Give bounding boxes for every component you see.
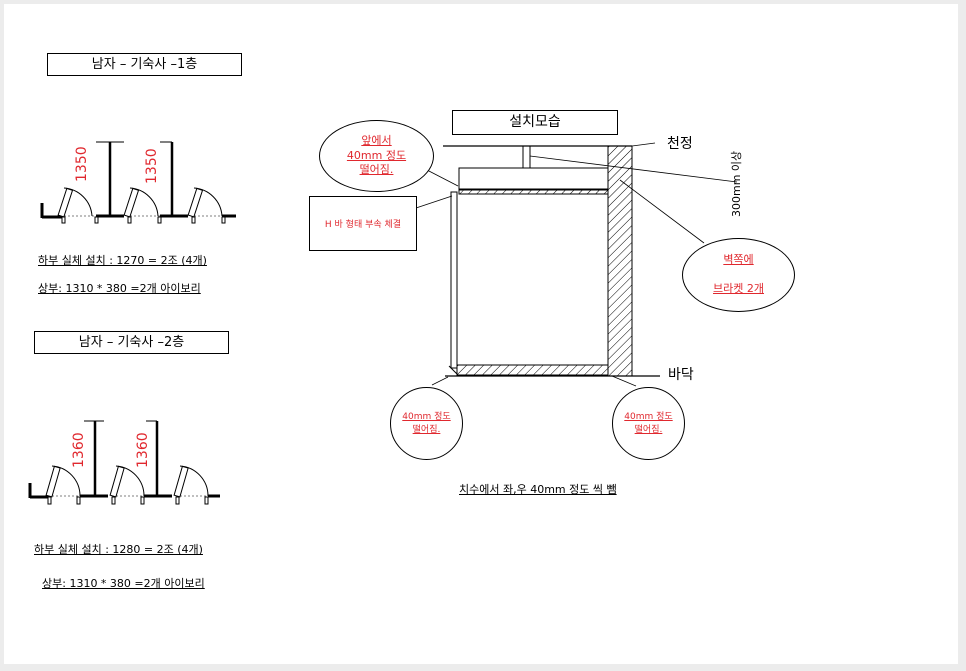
floor1-upper-note: 상부: 1310 * 380 =2개 아이보리 [38,282,201,295]
clearance-label: 300mm 이상 [730,150,743,217]
front-gap-line-2: 40mm 정도 [346,148,407,162]
floor1-lower-note: 하부 실체 설치 : 1270 = 2조 (4개) [38,254,207,267]
bottom-left-gap-callout: 40mm 정도 떨어짐. [390,387,463,460]
floor2-dimension-a: 1360 [71,432,87,468]
bottom-right-gap-callout: 40mm 정도 떨어짐. [612,387,685,460]
floor1-plan [40,141,236,224]
floor1-dimension-a: 1350 [74,146,90,182]
floor2-title: 남자 – 기숙사 –2층 [34,331,229,354]
hbar-callout-text: H 바 형태 부속 체결 [324,220,402,230]
front-gap-line-3: 떨어짐. [359,163,394,177]
floor1-dimension-b: 1350 [144,148,160,184]
bottom-left-gap-line-1: 40mm 정도 [402,412,451,423]
floor2-dimension-b: 1360 [135,432,151,468]
floor-label: 바닥 [668,367,694,383]
installation-detail [409,142,738,387]
wall-bracket-line-1: 벽쪽에 [723,253,754,267]
floor2-plan [28,420,220,505]
floor2-upper-note: 상부: 1310 * 380 =2개 아이보리 [42,577,205,590]
bottom-left-gap-line-2: 떨어짐. [412,424,441,435]
wall-bracket-line-2: 브라켓 2개 [713,282,764,295]
floor1-title: 남자 – 기숙사 –1층 [47,53,242,76]
ceiling-label: 천정 [667,136,693,152]
detail-title: 설치모습 [452,110,618,135]
wall-bracket-callout: 벽쪽에 브라켓 2개 [682,238,795,312]
hbar-callout: H 바 형태 부속 체결 [309,196,417,251]
floor2-lower-note: 하부 실체 설치 : 1280 = 2조 (4개) [34,543,203,556]
detail-footer-note: 치수에서 좌,우 40mm 정도 씩 뺌 [459,483,617,496]
front-gap-line-1: 앞에서 [361,133,392,147]
bottom-right-gap-line-2: 떨어짐. [634,424,663,435]
front-gap-callout: 앞에서 40mm 정도 떨어짐. [319,120,434,192]
bottom-right-gap-line-1: 40mm 정도 [624,412,673,423]
